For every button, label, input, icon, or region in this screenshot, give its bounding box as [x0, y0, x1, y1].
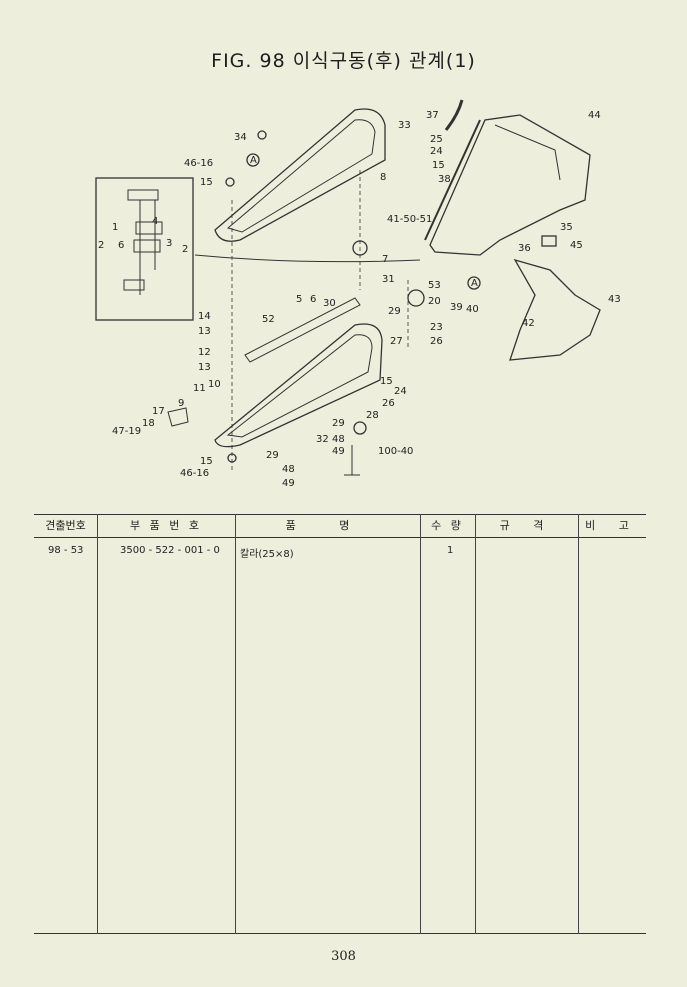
svg-text:17: 17 [152, 406, 165, 417]
svg-text:48: 48 [282, 464, 295, 475]
svg-text:2: 2 [182, 244, 188, 255]
header-qty: 수 량 [431, 519, 464, 532]
svg-text:45: 45 [570, 240, 583, 251]
svg-text:29: 29 [332, 418, 345, 429]
row-ref-no: 98 - 53 [48, 545, 84, 556]
lower-chain-case [214, 323, 383, 448]
svg-text:14: 14 [198, 311, 211, 322]
exploded-parts-diagram: 33 34 25 24 15 38 46-16 15 8 37 44 41-50… [0, 90, 687, 500]
page-number: 308 [331, 949, 356, 964]
svg-text:29: 29 [388, 306, 401, 317]
header-part-name: 품 명 [285, 519, 370, 532]
svg-text:A: A [471, 278, 478, 289]
svg-text:10: 10 [208, 379, 221, 390]
svg-text:28: 28 [366, 410, 379, 421]
svg-text:46-16: 46-16 [180, 468, 209, 479]
svg-text:5: 5 [296, 294, 302, 305]
svg-text:3: 3 [166, 238, 172, 249]
svg-text:11: 11 [193, 383, 206, 394]
svg-text:12: 12 [198, 347, 211, 358]
svg-text:15: 15 [200, 177, 213, 188]
svg-text:49: 49 [332, 446, 345, 457]
svg-text:26: 26 [430, 336, 443, 347]
svg-text:40: 40 [466, 304, 479, 315]
svg-text:6: 6 [118, 240, 124, 251]
page-title: FIG. 98 이식구동(후) 관계(1) [211, 50, 476, 72]
svg-text:A: A [250, 155, 257, 166]
svg-text:41-50-51: 41-50-51 [387, 214, 432, 225]
header-spec: 규 격 [499, 519, 554, 532]
svg-text:44: 44 [588, 110, 601, 121]
svg-text:24: 24 [394, 386, 407, 397]
svg-text:15: 15 [432, 160, 445, 171]
svg-text:30: 30 [323, 298, 336, 309]
svg-text:25: 25 [430, 134, 443, 145]
row-part-no: 3500 - 522 - 001 - 0 [120, 545, 220, 556]
svg-text:42: 42 [522, 318, 535, 329]
svg-text:26: 26 [382, 398, 395, 409]
svg-text:46-16: 46-16 [184, 158, 213, 169]
svg-text:36: 36 [518, 243, 531, 254]
svg-text:13: 13 [198, 362, 211, 373]
svg-text:47-19: 47-19 [112, 426, 141, 437]
header-remarks: 비 고 [585, 519, 639, 532]
bracket [509, 258, 601, 361]
row-part-name: 칼라(25×8) [240, 549, 294, 560]
svg-text:29: 29 [266, 450, 279, 461]
svg-text:24: 24 [430, 146, 443, 157]
right-cover [429, 114, 591, 256]
svg-text:13: 13 [198, 326, 211, 337]
svg-text:34: 34 [234, 132, 247, 143]
svg-text:23: 23 [430, 322, 443, 333]
svg-text:4: 4 [152, 216, 158, 227]
diagram-drawing: 33 34 25 24 15 38 46-16 15 8 37 44 41-50… [95, 99, 621, 489]
svg-text:33: 33 [398, 120, 411, 131]
svg-text:8: 8 [380, 172, 386, 183]
row-qty: 1 [447, 545, 454, 556]
svg-text:1: 1 [112, 222, 118, 233]
svg-text:48: 48 [332, 434, 345, 445]
svg-text:49: 49 [282, 478, 295, 489]
svg-text:38: 38 [438, 174, 451, 185]
svg-text:100-40: 100-40 [378, 446, 413, 457]
svg-text:15: 15 [380, 376, 393, 387]
svg-text:43: 43 [608, 294, 621, 305]
svg-text:39: 39 [450, 302, 463, 313]
svg-text:32: 32 [316, 434, 329, 445]
inset-box [95, 177, 194, 321]
svg-text:37: 37 [426, 110, 439, 121]
callout-labels: 33 34 25 24 15 38 46-16 15 8 37 44 41-50… [98, 110, 621, 489]
svg-text:27: 27 [390, 336, 403, 347]
svg-text:53: 53 [428, 280, 441, 291]
header-part-no: 부 품 번 호 [130, 519, 202, 532]
svg-text:7: 7 [382, 254, 388, 265]
upper-chain-case [214, 108, 386, 242]
svg-text:35: 35 [560, 222, 573, 233]
svg-text:31: 31 [382, 274, 395, 285]
header-ref-no: 견출번호 [45, 519, 86, 532]
svg-text:2: 2 [98, 240, 104, 251]
svg-text:20: 20 [428, 296, 441, 307]
svg-text:6: 6 [310, 294, 316, 305]
parts-list-table: 견출번호 부 품 번 호 품 명 수 량 규 격 비 고 98 - 53 350… [34, 514, 646, 934]
svg-text:15: 15 [200, 456, 213, 467]
svg-text:18: 18 [142, 418, 155, 429]
svg-text:52: 52 [262, 314, 275, 325]
svg-text:9: 9 [178, 398, 184, 409]
